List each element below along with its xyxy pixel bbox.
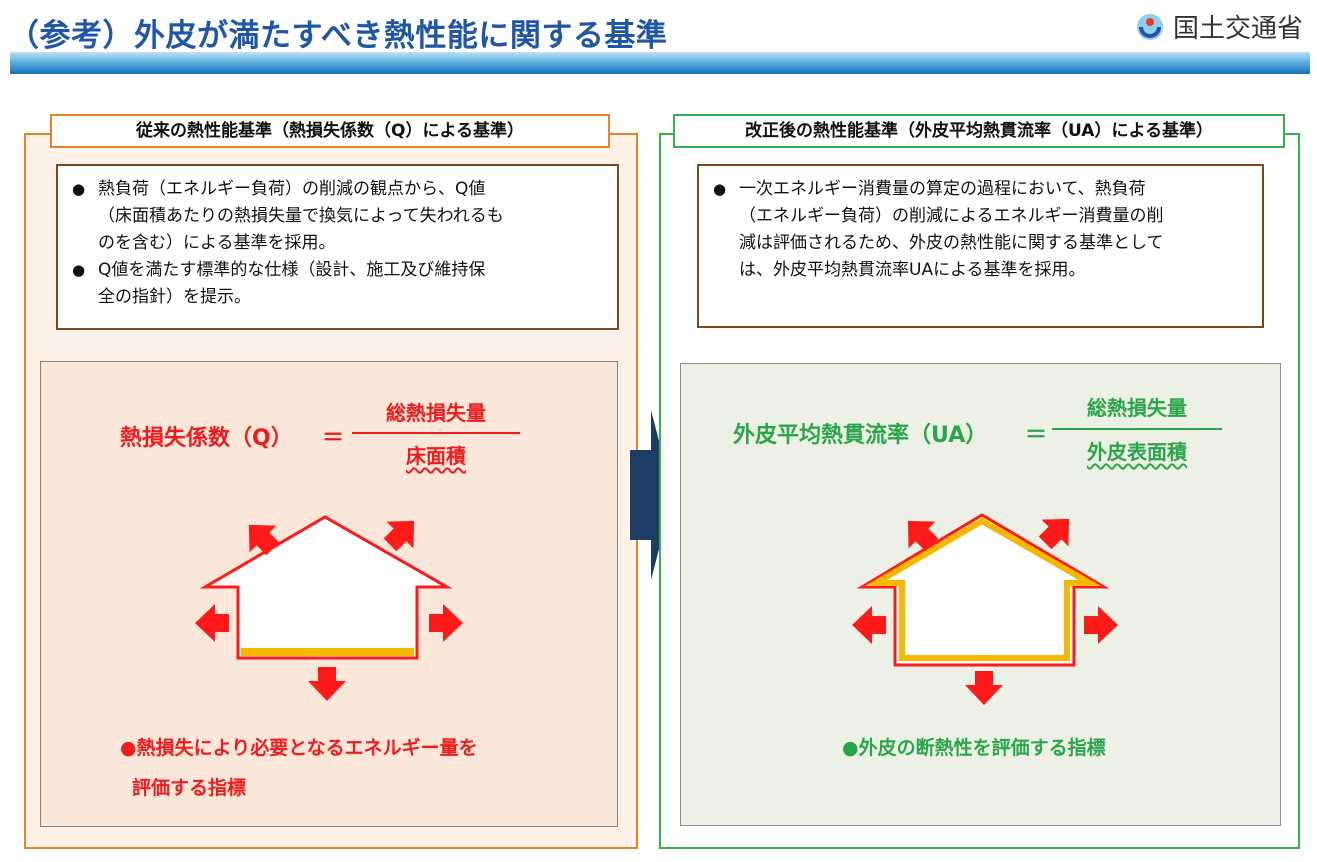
bullet-line: 熱負荷（エネルギー負荷）の削減の観点から、Q値 <box>98 179 486 199</box>
ministry-logo: 国土交通省 <box>1135 8 1303 45</box>
heat-arrow-upper-right-icon <box>383 520 415 552</box>
right-fraction-bar <box>1052 428 1222 430</box>
bullet-line: のを含む）による基準を採用。 <box>98 233 336 253</box>
bullet-icon: ● <box>713 180 727 198</box>
bullet-line: 一次エネルギー消費量の算定の過程において、熱負荷 <box>739 179 1146 199</box>
heat-arrow-upper-left-icon <box>907 520 939 552</box>
right-formula-denominator: 外皮表面積 <box>1087 440 1187 464</box>
heat-arrow-down-icon <box>308 667 346 701</box>
bullet-line: （エネルギー負荷）の削減によるエネルギー消費量の削 <box>739 206 1164 226</box>
left-formula-numerator: 総熱損失量 <box>386 401 486 425</box>
left-formula-label: 熱損失係数（Q） <box>120 426 293 451</box>
left-caption: ●熱損失により必要となるエネルギー量を 評価する指標 <box>120 728 478 808</box>
heat-arrow-upper-right-icon <box>1038 518 1070 550</box>
heat-arrow-right-icon <box>1084 606 1118 644</box>
left-caption-line-1: ●熱損失により必要となるエネルギー量を <box>120 737 478 759</box>
right-formula-label: 外皮平均熱貫流率（UA） <box>733 423 988 448</box>
bullet-line: 減は評価されるため、外皮の熱性能に関する基準として <box>739 233 1164 253</box>
right-house-illustration <box>852 513 1118 705</box>
left-panel-heading: 従来の熱性能基準（熱損失係数（Q）による基準） <box>50 114 610 148</box>
heat-arrow-right-icon <box>429 604 463 642</box>
heat-arrow-down-icon <box>965 671 1003 705</box>
heat-arrow-left-icon <box>852 606 886 644</box>
bullet-line: （床面積あたりの熱損失量で換気によって失われるも <box>98 206 504 226</box>
left-bullet-2: ● Q値を満たす標準的な仕様（設計、施工及び維持保 全の指針）を提示。 <box>70 257 603 311</box>
bullet-line: は、外皮平均熱貫流率UAによる基準を採用。 <box>739 260 1086 280</box>
left-bullet-1: ● 熱負荷（エネルギー負荷）の削減の観点から、Q値 （床面積あたりの熱損失量で換… <box>70 176 603 257</box>
bullet-icon: ● <box>72 180 86 198</box>
bullet-icon: ● <box>72 261 86 279</box>
page-title: （参考）外皮が満たすべき熱性能に関する基準 <box>8 18 668 54</box>
ministry-name: 国土交通省 <box>1172 14 1303 44</box>
right-panel-heading: 改正後の熱性能基準（外皮平均熱貫流率（UA）による基準） <box>673 114 1285 148</box>
right-formula-equals: ＝ <box>1025 423 1048 448</box>
left-description-box: ● 熱負荷（エネルギー負荷）の削減の観点から、Q値 （床面積あたりの熱損失量で換… <box>56 164 619 330</box>
left-fraction-bar <box>352 432 520 434</box>
left-formula-equals: ＝ <box>322 426 345 451</box>
left-formula-denominator: 床面積 <box>406 444 466 468</box>
left-caption-line-2: 評価する指標 <box>132 777 247 799</box>
heat-arrow-upper-left-icon <box>248 524 280 556</box>
right-caption: ●外皮の断熱性を評価する指標 <box>842 737 1106 759</box>
right-arrow-icon <box>630 410 673 580</box>
left-house-illustration <box>195 515 463 701</box>
heat-arrow-left-icon <box>195 604 229 642</box>
right-description-box: ● 一次エネルギー消費量の算定の過程において、熱負荷 （エネルギー負荷）の削減に… <box>697 164 1264 328</box>
right-bullet-1: ● 一次エネルギー消費量の算定の過程において、熱負荷 （エネルギー負荷）の削減に… <box>711 176 1248 284</box>
mlit-logo-icon <box>1136 13 1163 40</box>
header-bar <box>10 52 1310 74</box>
right-formula-numerator: 総熱損失量 <box>1087 396 1187 420</box>
bullet-line: Q値を満たす標準的な仕様（設計、施工及び維持保 <box>98 260 486 280</box>
bullet-line: 全の指針）を提示。 <box>98 287 251 307</box>
